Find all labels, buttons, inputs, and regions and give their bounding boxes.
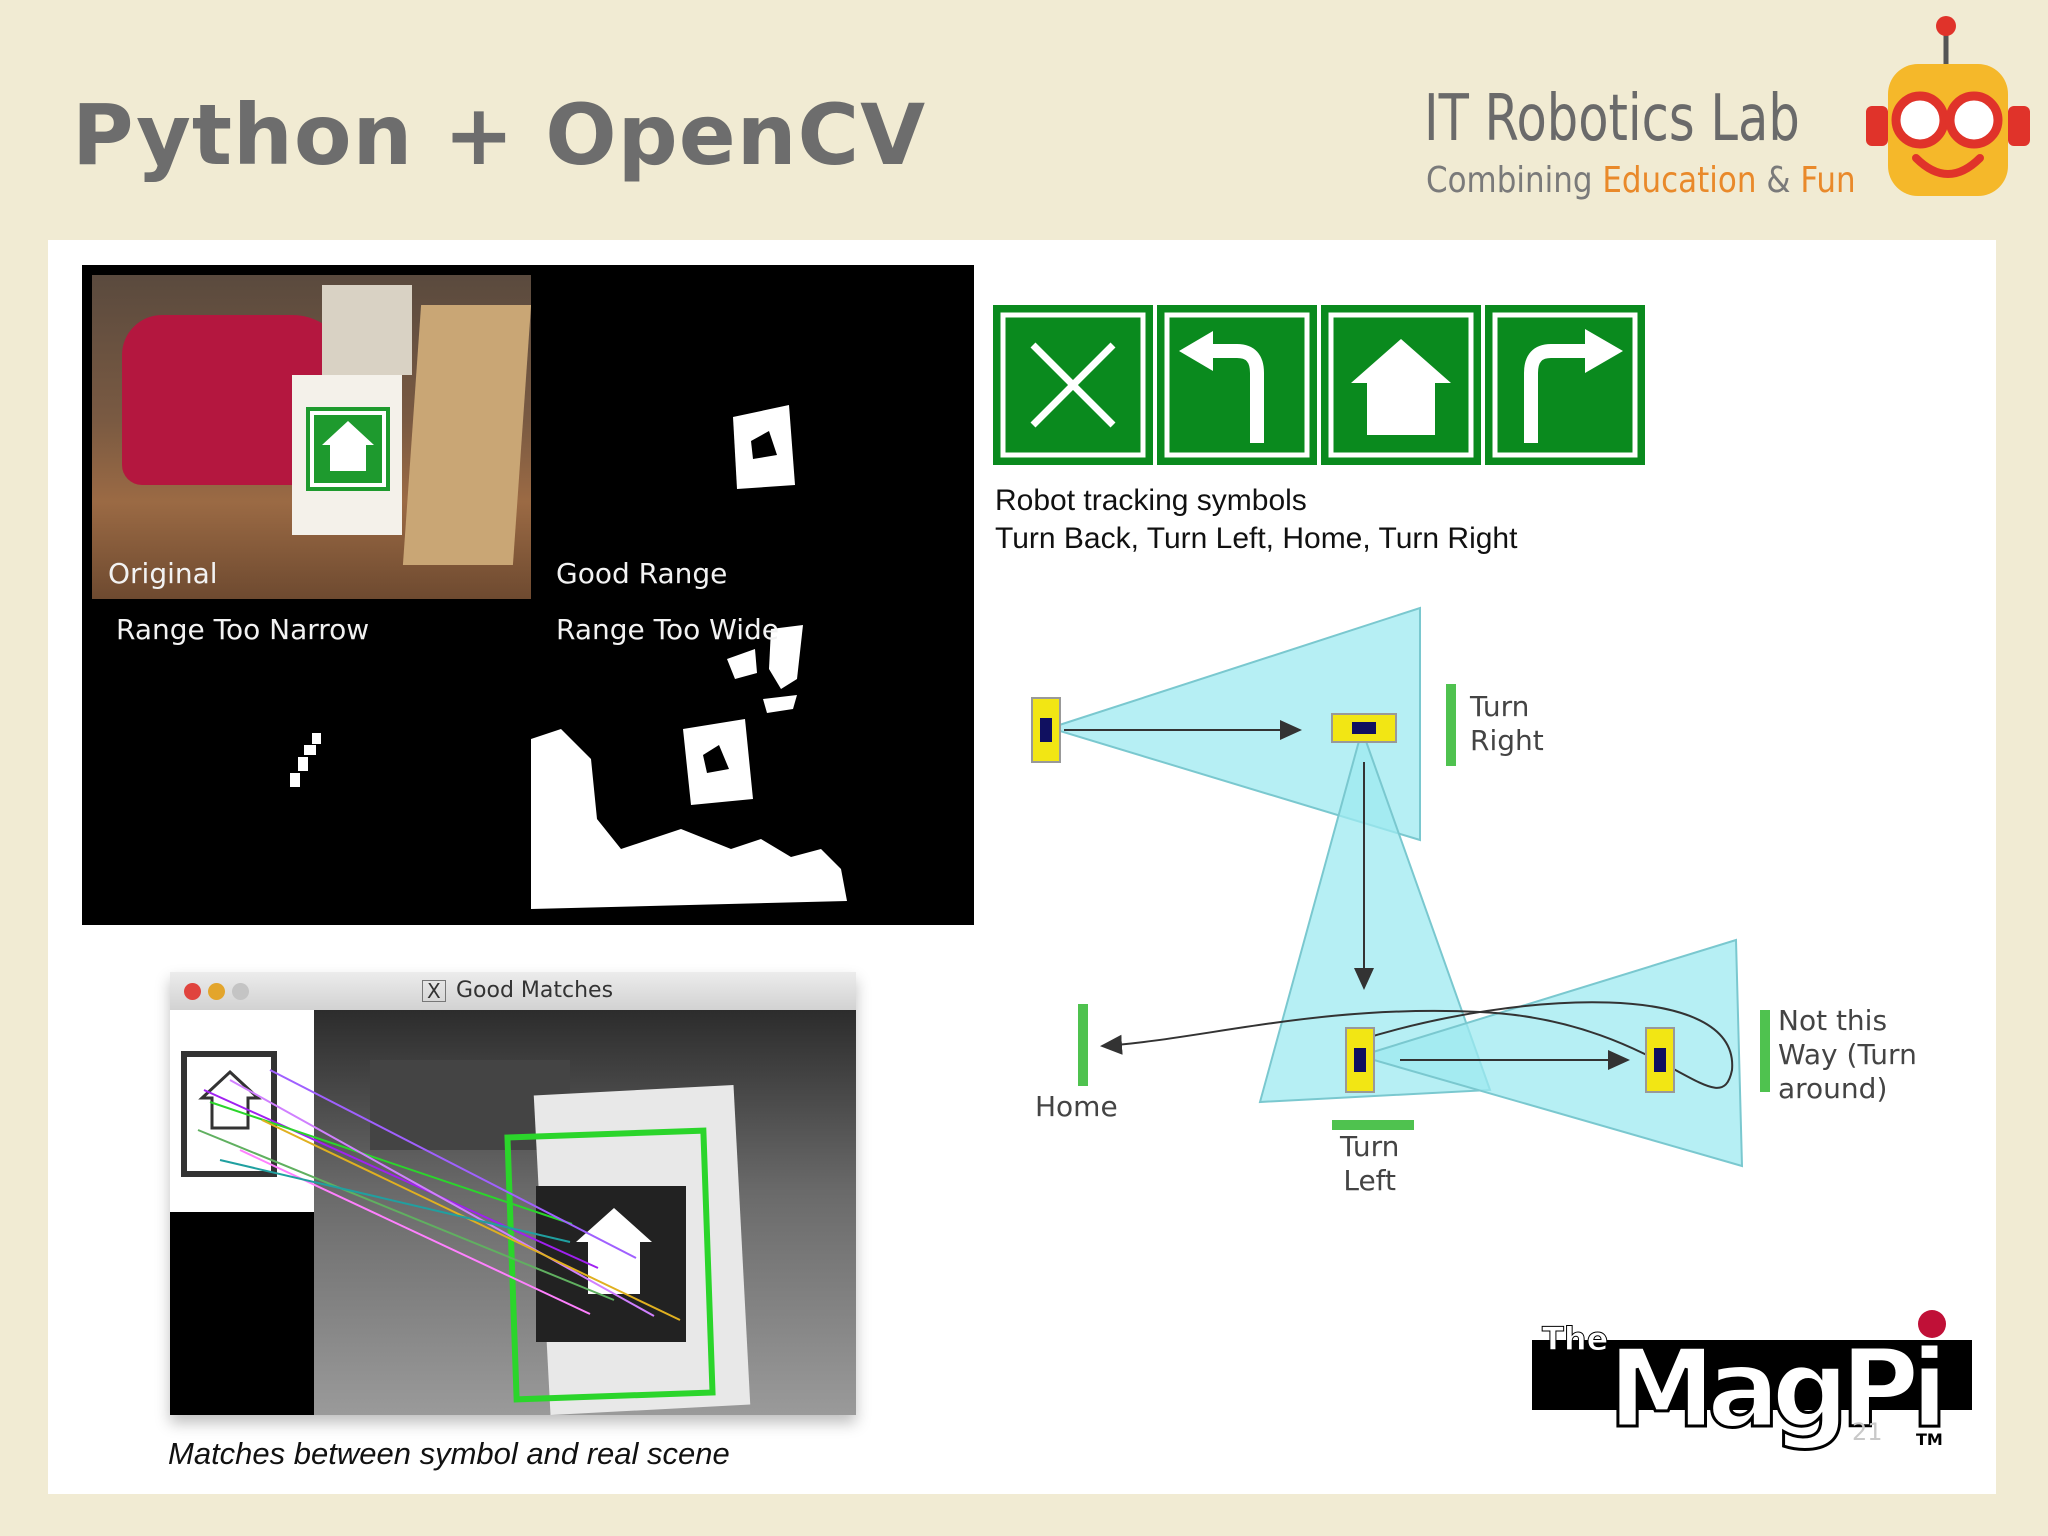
- window-title: Good Matches: [456, 978, 614, 1003]
- magpi-trademark: TM: [1916, 1430, 1943, 1449]
- minimize-button[interactable]: [208, 983, 225, 1000]
- marker-turn-right: [1446, 684, 1456, 766]
- label-original: Original: [108, 557, 218, 590]
- cone-start: [1046, 606, 1421, 842]
- marker-not-this-way: [1760, 1010, 1770, 1092]
- marker-turn-left: [1332, 1120, 1414, 1130]
- tagline-word-2: Education: [1602, 160, 1757, 201]
- label-range-too-wide: Range Too Wide: [556, 613, 780, 646]
- robot-turn-left: [1345, 1027, 1375, 1093]
- x11-icon: X: [422, 980, 446, 1002]
- zoom-button[interactable]: [232, 983, 249, 1000]
- tagline-word-1: Combining: [1426, 160, 1593, 201]
- range-too-wide-mask: [531, 599, 971, 917]
- matches-caption: Matches between symbol and real scene: [168, 1436, 730, 1471]
- label-good-range: Good Range: [556, 557, 728, 590]
- cone-turn-right: [1258, 726, 1492, 1104]
- label-not-this-way-1: Not this: [1778, 1004, 1888, 1037]
- marker-home: [1078, 1004, 1088, 1086]
- white-box: [322, 285, 412, 375]
- robot-turn-right: [1331, 713, 1397, 743]
- label-home: Home: [1035, 1090, 1118, 1123]
- label-turn-right-2: Right: [1470, 724, 1544, 757]
- cardboard: [402, 305, 531, 565]
- navigation-diagram: [1031, 606, 1770, 1168]
- magpi-wordmark: MagPi: [1608, 1327, 1948, 1452]
- close-button[interactable]: [184, 983, 201, 1000]
- opencv-range-comparison: Original Good Range Range Too Narrow Ran…: [82, 265, 974, 925]
- cone-turn-left: [1356, 938, 1744, 1168]
- turn-right-symbol: [1485, 305, 1645, 465]
- original-photo: Original: [92, 275, 531, 599]
- home-icon: [310, 411, 386, 487]
- window-titlebar: X Good Matches: [170, 972, 856, 1011]
- label-range-too-narrow: Range Too Narrow: [116, 613, 370, 646]
- symbols-caption-line2: Turn Back, Turn Left, Home, Turn Right: [995, 522, 1518, 555]
- page-number: 21: [1852, 1418, 1883, 1446]
- label-turn-left: Turn Left: [1340, 1130, 1399, 1198]
- good-range-mask: [531, 275, 971, 599]
- brand-tagline: Combining Education & Fun: [1426, 160, 1856, 201]
- tagline-word-3: &: [1766, 160, 1791, 201]
- label-not-this-way-3: around): [1778, 1072, 1888, 1105]
- magpi-logo: The MagPi: [1532, 1310, 1972, 1452]
- label-turn-left-1: Turn: [1340, 1130, 1400, 1163]
- turn-back-symbol: [993, 305, 1153, 465]
- tracking-symbols-strip: [993, 305, 1645, 465]
- robot-mascot-icon: [1866, 16, 2030, 196]
- robot-start: [1031, 697, 1061, 763]
- range-too-narrow-mask: [92, 599, 531, 917]
- label-turn-left-2: Left: [1343, 1164, 1397, 1197]
- turn-left-symbol: [1157, 305, 1317, 465]
- label-turn-right-1: Turn: [1470, 690, 1530, 723]
- symbols-caption-line1: Robot tracking symbols: [995, 484, 1307, 517]
- label-not-this-way-2: Way (Turn: [1778, 1038, 1917, 1071]
- arrow-turn-around: [1100, 1001, 1734, 1089]
- label-turn-right: Turn Right: [1470, 690, 1544, 758]
- home-symbol: [1321, 305, 1481, 465]
- brand-name: IT Robotics Lab: [1424, 82, 1800, 156]
- good-matches-window: X Good Matches: [170, 972, 856, 1415]
- label-not-this-way: Not this Way (Turn around): [1778, 1004, 1917, 1106]
- magpi-the: The: [1542, 1320, 1608, 1358]
- matches-image: [170, 1010, 856, 1415]
- slide-title: Python + OpenCV: [72, 86, 927, 184]
- tagline-word-4: Fun: [1800, 160, 1856, 201]
- symbol-card: [292, 375, 402, 535]
- robot-forward: [1645, 1027, 1675, 1093]
